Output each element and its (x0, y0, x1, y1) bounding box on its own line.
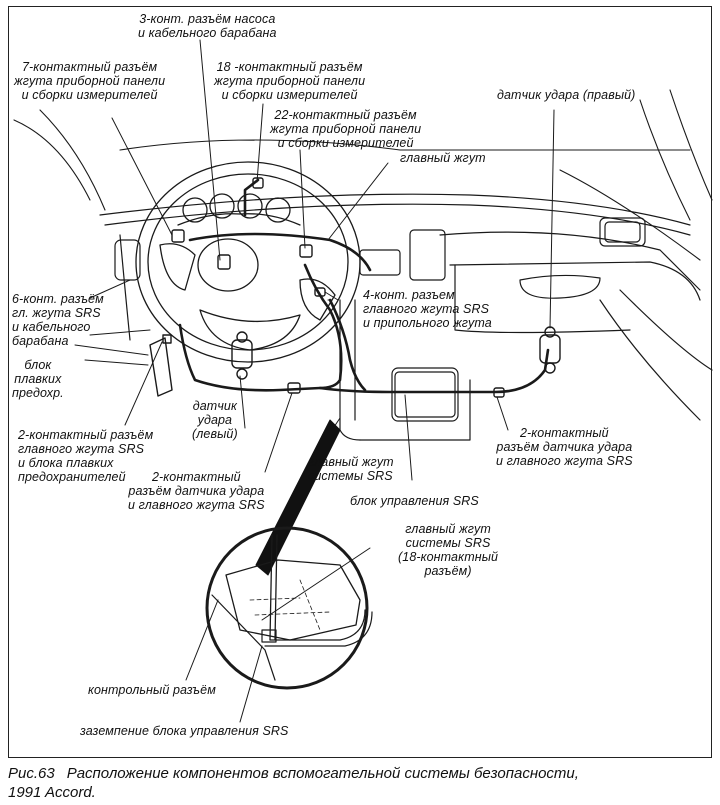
label-line: и кабельного (12, 320, 91, 334)
dashboard-outline (99, 193, 713, 421)
label-srs-main-harness: главный жгут системы SRS (308, 455, 394, 483)
label-line: плавких (14, 372, 62, 386)
label-line: разъём датчика удара (128, 484, 265, 498)
label-line: жгута приборной панели (214, 74, 366, 88)
label-ground: заземпение блока управления SRS (80, 724, 289, 738)
label-line: системы SRS (308, 469, 393, 483)
label-2-pin-right-sensor-connector: 2-контактный разъём датчика удара и глав… (496, 426, 633, 468)
label-line: и сборки измерителей (277, 136, 414, 150)
label-line: (левый) (192, 427, 238, 441)
label-line: разъём) (424, 564, 472, 578)
label-check-connector: контрольный разъём (88, 683, 216, 697)
label-line: 2-контактный разъём (18, 428, 154, 442)
label-line: и блока плавких (18, 456, 114, 470)
label-6-pin-connector: 6-конт. разъём гл. жгута SRS и кабельног… (12, 292, 104, 348)
label-line: датчик (192, 399, 237, 413)
label-line: 22-контактный разъём (274, 108, 417, 122)
label-22-pin-connector: 22-контактный разъём жгута приборной пан… (270, 108, 421, 150)
label-line: главного жгута SRS (18, 442, 145, 456)
inset-pointer (255, 419, 341, 576)
label-line: 7-контактный разъём (21, 60, 158, 74)
figure-number: Рис.63 (8, 765, 55, 782)
label-line: и главного жгута SRS (128, 498, 265, 512)
label-line: 2-контактный (151, 470, 241, 484)
label-impact-sensor-left: датчик удара (левый) (192, 399, 238, 441)
label-line: и сборки измерителей (21, 88, 158, 102)
inset-detail (185, 526, 373, 723)
label-7-pin-connector: 7-контактный разъём жгута приборной пане… (14, 60, 165, 102)
label-2-pin-left-sensor-connector: 2-контактный разъём датчика удара и глав… (128, 470, 265, 512)
label-line: системы SRS (405, 536, 491, 550)
left-impact-sensor (231, 331, 253, 380)
figure-frame (8, 6, 712, 758)
label-line: жгута приборной панели (14, 74, 166, 88)
label-line: гл. жгута SRS (12, 306, 101, 320)
label-line: удара (197, 413, 233, 427)
fuse-block (149, 334, 173, 397)
label-line: главный жгут (308, 455, 394, 469)
label-inset-srs-harness: главный жгут системы SRS (18-контактный … (398, 522, 498, 578)
label-line: 18 -контактный разъём (216, 60, 363, 74)
leader-lines (74, 39, 555, 481)
label-18-pin-connector: 18 -контактный разъём жгута приборной па… (214, 60, 365, 102)
label-line: и главного жгута SRS (496, 454, 633, 468)
figure-caption: Рис.63 Расположение компонентов вспомогат… (8, 764, 579, 802)
label-line: главного жгута SRS (363, 302, 490, 316)
label-impact-sensor-right: датчик удара (правый) (497, 88, 636, 102)
label-line: 3-конт. разъём насоса (139, 12, 276, 26)
label-srs-control-unit: блок управления SRS (350, 494, 479, 508)
label-line: 6-конт. разъём (12, 292, 104, 306)
label-line: 4-конт. разъем (363, 288, 455, 302)
label-line: жгута приборной панели (270, 122, 422, 136)
label-line: главный жгут (405, 522, 491, 536)
windshield-outline (13, 89, 713, 261)
connectors (171, 177, 505, 398)
label-line: разъём датчика удара (496, 440, 633, 454)
label-main-harness: главный жгут (400, 151, 486, 165)
label-pump-connector: 3-конт. разъём насоса и кабельного бараб… (138, 12, 277, 40)
right-impact-sensor (539, 326, 561, 374)
caption-line-2: 1991 Accord. (8, 784, 96, 801)
label-line: 2-контактный (519, 426, 609, 440)
label-line: и сборки измерителей (221, 88, 358, 102)
label-4-pin-connector: 4-конт. разъем главного жгута SRS и прип… (363, 288, 492, 330)
label-line: предохранителей (18, 470, 126, 484)
caption-line-1: Расположение компонентов вспомогательной… (66, 765, 579, 782)
label-line: барабана (12, 334, 69, 348)
label-line: и кабельного барабана (138, 26, 277, 40)
label-line: (18-контактный (398, 550, 499, 564)
label-fuse-block: блок плавких предохр. (12, 358, 64, 400)
label-2-pin-fuse-connector: 2-контактный разъём главного жгута SRS и… (18, 428, 153, 484)
label-line: предохр. (12, 386, 64, 400)
steering-wheel (135, 161, 361, 363)
label-line: блок (24, 358, 52, 372)
label-line: и припольного жгута (363, 316, 492, 330)
